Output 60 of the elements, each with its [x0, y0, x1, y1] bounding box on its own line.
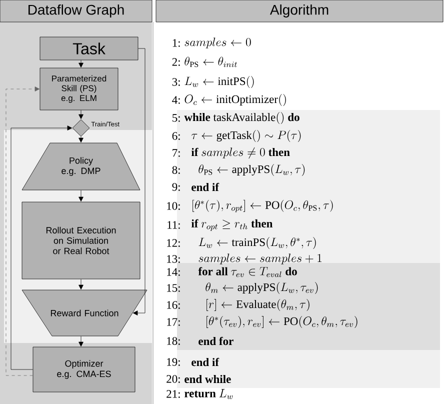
algorithm-line: $L_w \leftarrow \textsc{trainPS}(L_w, \theta^*, \tau)$: [198, 237, 316, 250]
algorithm-line: $O_c \leftarrow \textsc{initOptimizer}()$: [184, 94, 286, 106]
arrow: [10, 126, 72, 370]
line-number: 11:: [168, 221, 180, 229]
trapezoid-box: Reward Function: [22, 290, 148, 336]
line-number: 3:: [172, 78, 180, 86]
line-number: 13:: [167, 255, 180, 263]
algorithm-line: $\textbf{end if}$: [192, 358, 220, 366]
line-number: 5:: [172, 114, 180, 122]
line-number: 7:: [172, 149, 180, 157]
algorithm-line: $\tau \leftarrow \textsc{getTask}() \sim P(\tau)$: [192, 130, 301, 142]
process-box: Optimizer e.g. CMA-ES: [32, 346, 136, 392]
line-number: 16:: [167, 301, 180, 309]
trapezoid-box: Policy e.g. DMP: [22, 142, 140, 190]
arrow: [6, 86, 40, 376]
line-number: 8:: [172, 166, 180, 174]
process-box: Task: [40, 36, 138, 60]
panel-header: Algorithm: [156, 0, 444, 22]
line-number: 14:: [167, 268, 180, 276]
arrow: [78, 110, 84, 120]
algorithm-line: $\textbf{while}\ \textsc{taskAvailable}()\ \textbf{do}$: [184, 112, 300, 124]
line-number: 15:: [167, 284, 180, 292]
algorithm-line: $\theta_m \leftarrow \textsc{applyPS}(L_w, \tau_{ev})$: [206, 282, 318, 294]
arrow: [78, 190, 84, 202]
line-number: 12:: [167, 239, 180, 247]
panel-header: Dataflow Graph: [0, 0, 152, 22]
line-number: 1:: [172, 39, 180, 47]
arrow: [132, 48, 146, 316]
line-number: 20:: [166, 375, 180, 383]
algorithm-line: $[\theta^*(\tau), r_{opt}] \leftarrow \mathrm{PO}(O_c, \theta_{\mathrm{PS}}, \tau)$: [192, 200, 333, 212]
line-number: 17:: [167, 318, 180, 326]
process-box: Rollout Execution on Simulation or Real Robot: [22, 202, 140, 280]
algorithm-line: $L_w \leftarrow \textsc{initPS}()$: [184, 76, 254, 88]
algorithm-line: $[\theta^*(\tau_{ev}), r_{ev}] \leftarrow \mathrm{PO}(O_c, \theta_m, \tau_{ev})$: [206, 316, 358, 328]
algorithm-line: $\theta_{\mathrm{PS}} \leftarrow \textsc{applyPS}(L_w, \tau)$: [198, 164, 305, 176]
algorithm-line: $\textbf{end for}$: [198, 336, 234, 346]
algorithm-line: $samples \leftarrow 0$: [184, 38, 251, 48]
arrow: [78, 60, 84, 68]
arrow: [78, 279, 84, 290]
line-number: 9:: [172, 183, 180, 191]
line-number: 10:: [167, 202, 180, 210]
line-number: 19:: [167, 358, 180, 366]
decision-diamond: [72, 119, 90, 137]
line-number: 6:: [172, 132, 180, 140]
algorithm-line: $\theta_{\mathrm{PS}} \leftarrow \theta_{init}$: [184, 56, 237, 68]
algorithm-line: $\textbf{end if}$: [192, 182, 220, 192]
line-number: 18:: [167, 337, 180, 345]
arrow: [78, 336, 84, 347]
arrow: [78, 136, 84, 143]
algorithm-line: $\textbf{return}\ L_w$: [184, 389, 233, 400]
algorithm-line: $\textbf{if}\ r_{opt} \geq r_{th}\ \textbf{then}$: [191, 219, 273, 231]
algorithm-line: $\textbf{if}\ samples \neq 0\ \textbf{then}$: [191, 147, 290, 159]
algorithm-line: $\textbf{end while}$: [184, 374, 231, 384]
algorithm-line: $samples \leftarrow samples + 1$: [198, 254, 322, 264]
algorithm-line: $[r] \leftarrow \textsc{Evaluate}(\theta_m, \tau)$: [206, 299, 310, 312]
process-box: Parameterized Skill (PS) e.g. ELM: [40, 68, 118, 110]
line-number: 4:: [172, 96, 180, 104]
line-number: 21:: [166, 390, 180, 398]
line-number: 2:: [172, 58, 180, 66]
algorithm-line: $\textbf{for all}\ \tau_{ev} \in T_{eval}\ \textbf{do}$: [198, 267, 297, 278]
